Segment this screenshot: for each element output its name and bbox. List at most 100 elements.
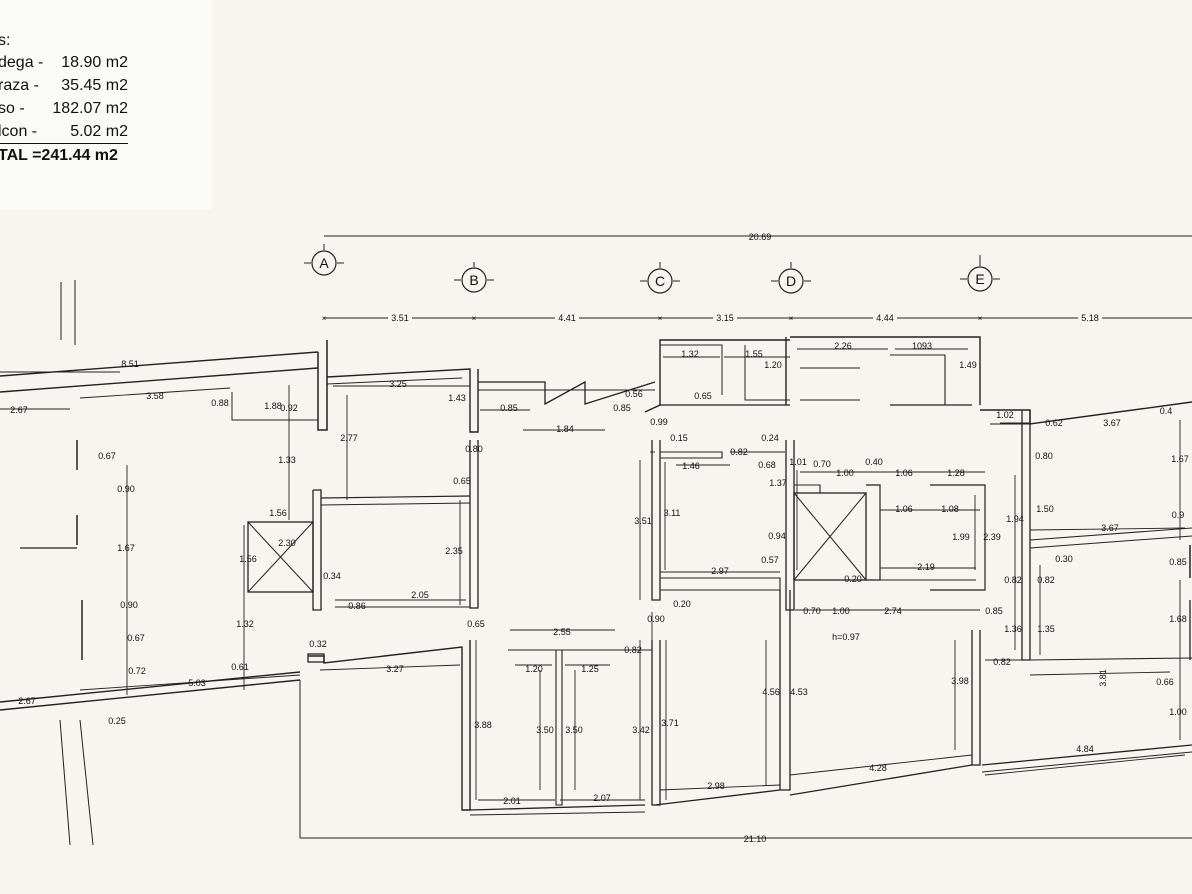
- dimension-guide: [79, 674, 301, 691]
- area-row-piso: so - 182.07 m2: [0, 98, 128, 120]
- bay-dimension: 5.18: [1081, 313, 1099, 323]
- dimension-label: 1.00: [1169, 707, 1187, 717]
- bay-dimension: 4.41: [558, 313, 576, 323]
- dimension-label: 1.88: [264, 401, 282, 411]
- exterior-wall: [0, 679, 301, 711]
- dimension-label: 3.50: [565, 725, 583, 735]
- dimension-label: 5.03: [188, 678, 206, 688]
- dimension-guide: [659, 784, 781, 791]
- interior-wall: [779, 590, 791, 791]
- dimension-label: 2.07: [593, 793, 611, 803]
- dimension-label: 0.85: [613, 403, 631, 413]
- dimension-label: 1.56: [239, 554, 257, 564]
- exterior-wall: [0, 367, 319, 393]
- dimension-label: 0.15: [670, 433, 688, 443]
- dimension-gap: [713, 313, 737, 322]
- dimension-label: 8.51: [121, 359, 139, 369]
- dimension-label: 1.33: [278, 455, 296, 465]
- dimension-label: 3.71: [661, 718, 679, 728]
- dimension-label: 0.85: [500, 403, 518, 413]
- dimension-label: 0.90: [647, 614, 665, 624]
- dimension-guide: [1029, 671, 1171, 676]
- dimension-gap: [873, 313, 897, 322]
- interior-wall: [651, 640, 661, 806]
- dimension-guide: [79, 387, 231, 399]
- dimension-label: 0.32: [309, 639, 327, 649]
- column: [307, 653, 325, 663]
- interior-wall: [1029, 535, 1192, 549]
- interior-wall: [660, 577, 781, 591]
- exterior-wall: [0, 671, 301, 703]
- area-row-terraza: raza - 35.45 m2: [0, 75, 128, 97]
- exterior-wall: [981, 751, 1192, 773]
- overall-dimension-top: 20.69: [749, 232, 772, 242]
- dimension-label: 1.01: [789, 457, 807, 467]
- dimension-label: 1.06: [895, 468, 913, 478]
- area-row-bodega: dega - 18.90 m2: [0, 52, 128, 74]
- dimension-label: 1.00: [836, 468, 854, 478]
- dimension-label: 0.72: [128, 666, 146, 676]
- axis-bubble: [778, 268, 804, 294]
- dimension-label: 0.62: [1045, 418, 1063, 428]
- dimension-label: 0.70: [803, 606, 821, 616]
- dimension-label: 2.97: [711, 566, 729, 576]
- exterior-wall: [326, 377, 463, 385]
- interior-wall: [651, 440, 661, 601]
- dimension-label: 2.01: [503, 796, 521, 806]
- exterior-wall: [654, 789, 781, 806]
- area-heading: s:: [0, 32, 11, 49]
- dimension-label: 0.90: [117, 484, 135, 494]
- interior-wall: [794, 484, 821, 494]
- dimension-label: 1.25: [581, 664, 599, 674]
- dimension-label: 0.65: [467, 619, 485, 629]
- dimension-label: 1.02: [996, 410, 1014, 420]
- dimension-label: 4.53: [790, 687, 808, 697]
- dimension-label: 0.40: [865, 457, 883, 467]
- exterior-wall: [981, 744, 1192, 766]
- interior-wall: [660, 451, 723, 459]
- dimension-label: 3.88: [474, 720, 492, 730]
- interior-wall: [1029, 657, 1192, 661]
- dimension-label: 1.46: [682, 461, 700, 471]
- dimension-label: 0.85: [1169, 557, 1187, 567]
- dimension-label: 3.98: [951, 676, 969, 686]
- dimension-label: 0.20: [673, 599, 691, 609]
- dimension-label: 0.82: [730, 447, 748, 457]
- axis-label: C: [655, 273, 665, 289]
- dimension-label: 1.84: [556, 424, 574, 434]
- facade-wall: [478, 380, 656, 406]
- dimension-label: 4.28: [869, 763, 887, 773]
- axis-label: D: [786, 273, 796, 289]
- dimension-label: 0.56: [625, 389, 643, 399]
- exterior-wall: [469, 811, 646, 816]
- dimension-label: 0.61: [231, 662, 249, 672]
- interior-wall: [469, 440, 479, 609]
- axis-bubble: [311, 250, 337, 276]
- dimension-label: 0.88: [211, 398, 229, 408]
- area-total: TAL =241.44 m2: [0, 145, 128, 167]
- dimension-label: 1.37: [769, 478, 787, 488]
- area-label: lcon -: [0, 123, 38, 140]
- dimension-label: 0.70: [813, 459, 831, 469]
- shaft: [793, 492, 867, 581]
- dimension-label: 0.80: [465, 444, 483, 454]
- interior-wall: [320, 495, 471, 499]
- area-value: 18.90 m2: [61, 54, 128, 71]
- dimension-label: 1.55: [745, 349, 763, 359]
- dimension-label: 1.32: [681, 349, 699, 359]
- dimension-label: 2.98: [707, 781, 725, 791]
- dimension-label: 0.25: [108, 716, 126, 726]
- interior-wall: [659, 340, 723, 395]
- dimension-label: 0.80: [1035, 451, 1053, 461]
- dimension-guide: [1029, 527, 1186, 531]
- dimension-label: h=0.97: [832, 632, 860, 642]
- boundary-line: [79, 719, 94, 846]
- dimension-label: 2.55: [553, 627, 571, 637]
- dimension-label: 3.81: [1098, 669, 1108, 687]
- area-row-balcon: lcon - 5.02 m2: [0, 121, 128, 144]
- dimension-label: 2.26: [834, 341, 852, 351]
- interior-wall: [555, 650, 563, 806]
- dimension-label: 1.43: [448, 393, 466, 403]
- area-label: dega -: [0, 54, 44, 71]
